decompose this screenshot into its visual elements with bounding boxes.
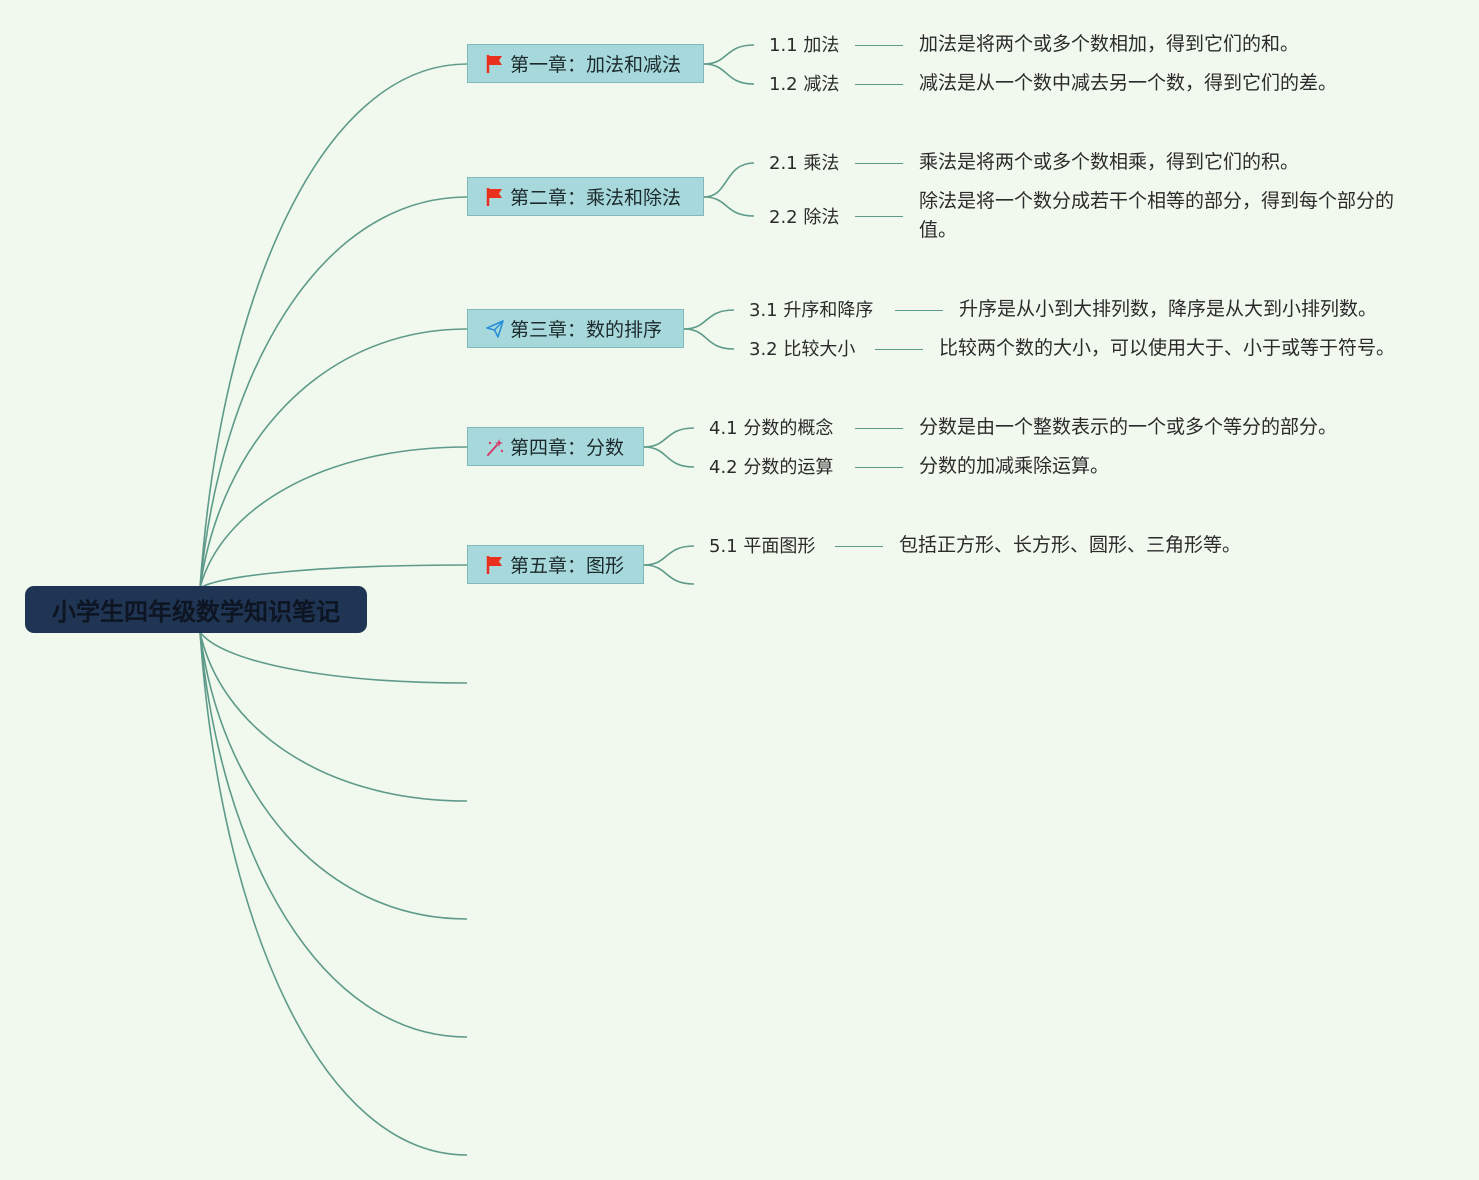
topic-connector (835, 546, 883, 547)
topic-label[interactable]: 2.1 乘法 (769, 153, 840, 174)
topic-label[interactable]: 1.1 加法 (769, 35, 840, 56)
topic-branch-line (643, 564, 695, 585)
chapter-node-1[interactable]: 第一章：加法和减法 (467, 44, 704, 83)
topic-connector (855, 45, 903, 46)
topic-branch-line (683, 328, 735, 350)
topic-description[interactable]: 比较两个数的大小，可以使用大于、小于或等于符号。 (939, 337, 1396, 359)
root-branch-line (199, 196, 468, 589)
topic-label[interactable]: 2.2 除法 (769, 207, 840, 228)
root-branch-line (199, 631, 468, 802)
root-branch-line (199, 63, 468, 589)
magic-wand-icon (484, 436, 506, 458)
topic-connector (875, 349, 923, 350)
chapter-title: 第三章：数的排序 (510, 319, 663, 341)
topic-description[interactable]: 分数的加减乘除运算。 (919, 455, 1110, 477)
chapter-title: 第二章：乘法和除法 (510, 187, 682, 209)
chapter-node-4[interactable]: 第四章：分数 (467, 427, 644, 466)
root-node[interactable]: 小学生四年级数学知识笔记 (25, 586, 367, 633)
topic-connector (855, 163, 903, 164)
root-branch-line (199, 328, 468, 589)
topic-connector (855, 467, 903, 468)
topic-branch-line (643, 446, 695, 468)
chapter-title: 第五章：图形 (510, 555, 625, 577)
topic-description[interactable]: 减法是从一个数中减去另一个数，得到它们的差。 (919, 72, 1338, 94)
red-flag-icon (484, 554, 506, 576)
chapter-title: 第一章：加法和减法 (510, 54, 682, 76)
topic-label[interactable]: 4.2 分数的运算 (709, 457, 834, 478)
topic-connector (855, 428, 903, 429)
topic-description[interactable]: 乘法是将两个或多个数相乘，得到它们的积。 (919, 151, 1300, 173)
topic-description[interactable]: 分数是由一个整数表示的一个或多个等分的部分。 (919, 416, 1338, 438)
topic-connector (855, 84, 903, 85)
root-branch-line (199, 564, 468, 589)
topic-label[interactable]: 4.1 分数的概念 (709, 418, 834, 439)
topic-description[interactable]: 加法是将两个或多个数相加，得到它们的和。 (919, 33, 1300, 55)
root-branch-line (199, 631, 468, 1156)
chapter-node-5[interactable]: 第五章：图形 (467, 545, 644, 584)
root-title: 小学生四年级数学知识笔记 (52, 598, 340, 626)
root-branch-line (199, 631, 468, 684)
topic-branch-line (703, 63, 755, 85)
topic-description[interactable]: 除法是将一个数分成若干个相等的部分，得到每个部分的值。 (919, 190, 1395, 241)
topic-description[interactable]: 升序是从小到大排列数，降序是从大到小排列数。 (959, 298, 1378, 320)
chapter-node-2[interactable]: 第二章：乘法和除法 (467, 177, 704, 216)
topic-description[interactable]: 包括正方形、长方形、圆形、三角形等。 (899, 534, 1242, 556)
topic-connector (855, 216, 903, 217)
topic-branch-line (703, 44, 755, 65)
chapter-title: 第四章：分数 (510, 437, 625, 459)
topic-label[interactable]: 5.1 平面图形 (709, 536, 816, 557)
red-flag-icon (484, 53, 506, 75)
topic-label[interactable]: 1.2 减法 (769, 74, 840, 95)
topic-branch-line (703, 162, 755, 198)
topic-label[interactable]: 3.1 升序和降序 (749, 300, 874, 321)
topic-branch-line (703, 196, 755, 217)
chapter-node-3[interactable]: 第三章：数的排序 (467, 309, 684, 348)
root-branch-line (199, 631, 468, 920)
paper-plane-icon (484, 318, 506, 340)
topic-branch-line (643, 545, 695, 566)
root-branch-line (199, 631, 468, 1038)
topic-branch-line (683, 309, 735, 330)
topic-branch-line (643, 427, 695, 448)
topic-label[interactable]: 3.2 比较大小 (749, 339, 856, 360)
topic-connector (895, 310, 943, 311)
red-flag-icon (484, 186, 506, 208)
root-branch-line (199, 446, 468, 589)
